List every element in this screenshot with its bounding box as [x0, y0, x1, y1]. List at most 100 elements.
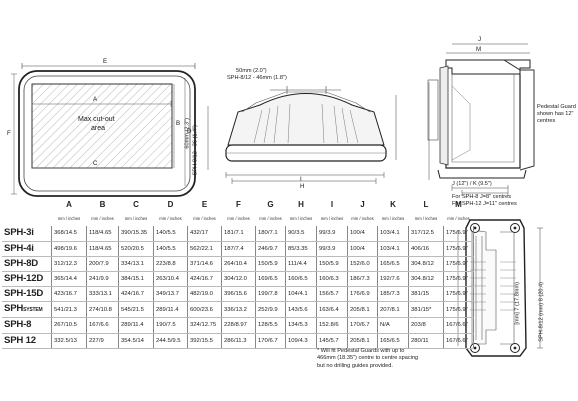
table-cell: 396/15.6	[221, 286, 256, 303]
table-cell: 384/15.1	[118, 271, 154, 288]
table-cell: 432/17	[187, 226, 222, 242]
table-cell: 145/5.7	[316, 333, 348, 349]
table-cell: 424/16.7	[187, 271, 222, 288]
table-cell: 175/6.9"	[443, 241, 474, 257]
table-cell: 227/9	[86, 333, 119, 349]
dim-label-j: J	[478, 36, 482, 43]
table-cell: 140/5.5	[153, 241, 188, 257]
table-cell: 185/7.3	[377, 286, 409, 303]
vert-dim-text-2: SPH-8/12 - 36 (1.4")	[192, 125, 199, 176]
rear-dim-text: [mm] 7 (17.8mm)	[514, 282, 521, 325]
column-header: E	[201, 200, 208, 210]
table-cell: 349/13.7	[153, 286, 188, 303]
dim-label-a: A	[93, 96, 98, 103]
table-cell: 304.8/12	[408, 256, 444, 272]
column-header: F	[236, 200, 241, 210]
table-cell: 160/6.3	[316, 271, 348, 288]
table-cell: 545/21.5	[118, 301, 154, 319]
table-cell: 228/8.97	[221, 317, 256, 334]
table-cell: 85/3.35	[285, 241, 317, 257]
table-cell: 143/5.6	[285, 301, 317, 319]
table-cell: 280/11	[408, 333, 444, 349]
table-cell: 324/12.75	[187, 317, 222, 334]
table-cell: 365/14.4	[51, 271, 87, 288]
rear-dim-text-2: SPH-8/12 (mm) 8 (20.4)	[538, 282, 545, 342]
table-cell: 140/5.5	[153, 226, 188, 242]
table-cell: 181/7.1	[221, 226, 256, 242]
table-cell: 381/15	[408, 286, 444, 303]
table-cell: 223/8.8	[153, 256, 188, 272]
table-cell: 187/7.4	[221, 241, 256, 257]
table-cell: 103/4.1	[377, 241, 409, 257]
column-header: C	[133, 200, 139, 210]
table-cell: 175/6.9"	[443, 271, 474, 288]
table-cell: 175/6.9"	[443, 286, 474, 303]
table-cell: 406/16	[408, 241, 444, 257]
vert-dim-text: 60mm (2.3")	[184, 118, 191, 149]
model-label: SPH 12	[4, 334, 36, 346]
model-name: SPH-3i	[2, 226, 52, 242]
table-cell: 289/11.4	[118, 317, 154, 334]
table-cell: 333/13.1	[86, 286, 119, 303]
table-cell: 111/4.4	[285, 256, 317, 272]
table-corner-2	[2, 212, 52, 226]
column-unit: mm / inches	[159, 216, 182, 222]
column-header: L	[423, 200, 429, 210]
model-label: SPH-12D	[4, 273, 44, 285]
table-cell: 104/4.1	[285, 286, 317, 303]
column-unit: mm / inches	[259, 216, 282, 222]
table-cell: 368/14.5	[51, 226, 87, 242]
table-corner	[2, 198, 52, 212]
side-view-drawing	[427, 43, 535, 196]
column-header: D	[167, 200, 174, 210]
column-unit: mm / inches	[351, 216, 374, 222]
table-cell: 312/12.3	[51, 256, 87, 272]
top-dim-text: 50mm (2.0")	[236, 68, 267, 74]
table-cell: 165/6.5	[377, 256, 409, 272]
column-unit: mm / inches	[91, 216, 114, 222]
table-cell: 150/5.9	[255, 256, 286, 272]
table-cell: 274/10.8	[86, 301, 119, 319]
top-view-drawing	[207, 86, 397, 184]
table-cell: 167/6.6"	[443, 333, 474, 349]
model-name: SPH 12	[2, 333, 52, 349]
dim-label-b: B	[176, 120, 181, 127]
table-cell: 176/6.9	[347, 286, 378, 303]
table-cell: 267/10.5	[51, 317, 87, 334]
centres-note: For SPH-8 J=8" centres	[452, 194, 512, 200]
table-cell: 100/4	[347, 226, 378, 242]
footnote-line: * Will fit Pedestal Guards with up to	[317, 348, 405, 354]
column-header: G	[267, 200, 274, 210]
table-cell: 289/11.4	[153, 301, 188, 319]
pedestal-guard-note-3: centres	[537, 118, 556, 124]
column-header: K	[390, 200, 396, 210]
table-cell: 118/4.65	[86, 226, 119, 242]
table-cell: 354.5/14	[118, 333, 154, 349]
table-cell: 482/19.0	[187, 286, 222, 303]
table-cell: 156/5.7	[316, 286, 348, 303]
cutout-label-2: area	[91, 125, 106, 132]
table-cell: 304.8/12	[408, 271, 444, 288]
model-label: SPH	[4, 303, 24, 315]
table-cell: 175/6.9"	[443, 301, 474, 319]
footnote-line: but no drilling guides provided.	[317, 362, 393, 369]
table-cell: 192/7.6	[377, 271, 409, 288]
column-header: A	[66, 200, 72, 210]
model-name: SPHSYSTEM	[2, 301, 52, 319]
dim-label-m: M	[476, 46, 482, 53]
table-cell: 167/6.6"	[443, 317, 474, 334]
centres-note-2: For SPH-12 J=11" centres	[452, 201, 517, 207]
dim-label-e: E	[103, 58, 108, 65]
table-cell: 128/5.5	[255, 317, 286, 334]
model-name: SPH-8D	[2, 256, 52, 272]
column-unit: mm / inches	[320, 216, 344, 222]
table-cell: 170/6.7	[347, 317, 378, 334]
pedestal-guard-note: Pedestal Guard	[537, 104, 576, 110]
column-unit: mm / inches	[193, 216, 216, 222]
centres-label: J (12") / K (9.5")	[452, 181, 492, 187]
column-unit: mm / inches	[57, 216, 81, 222]
